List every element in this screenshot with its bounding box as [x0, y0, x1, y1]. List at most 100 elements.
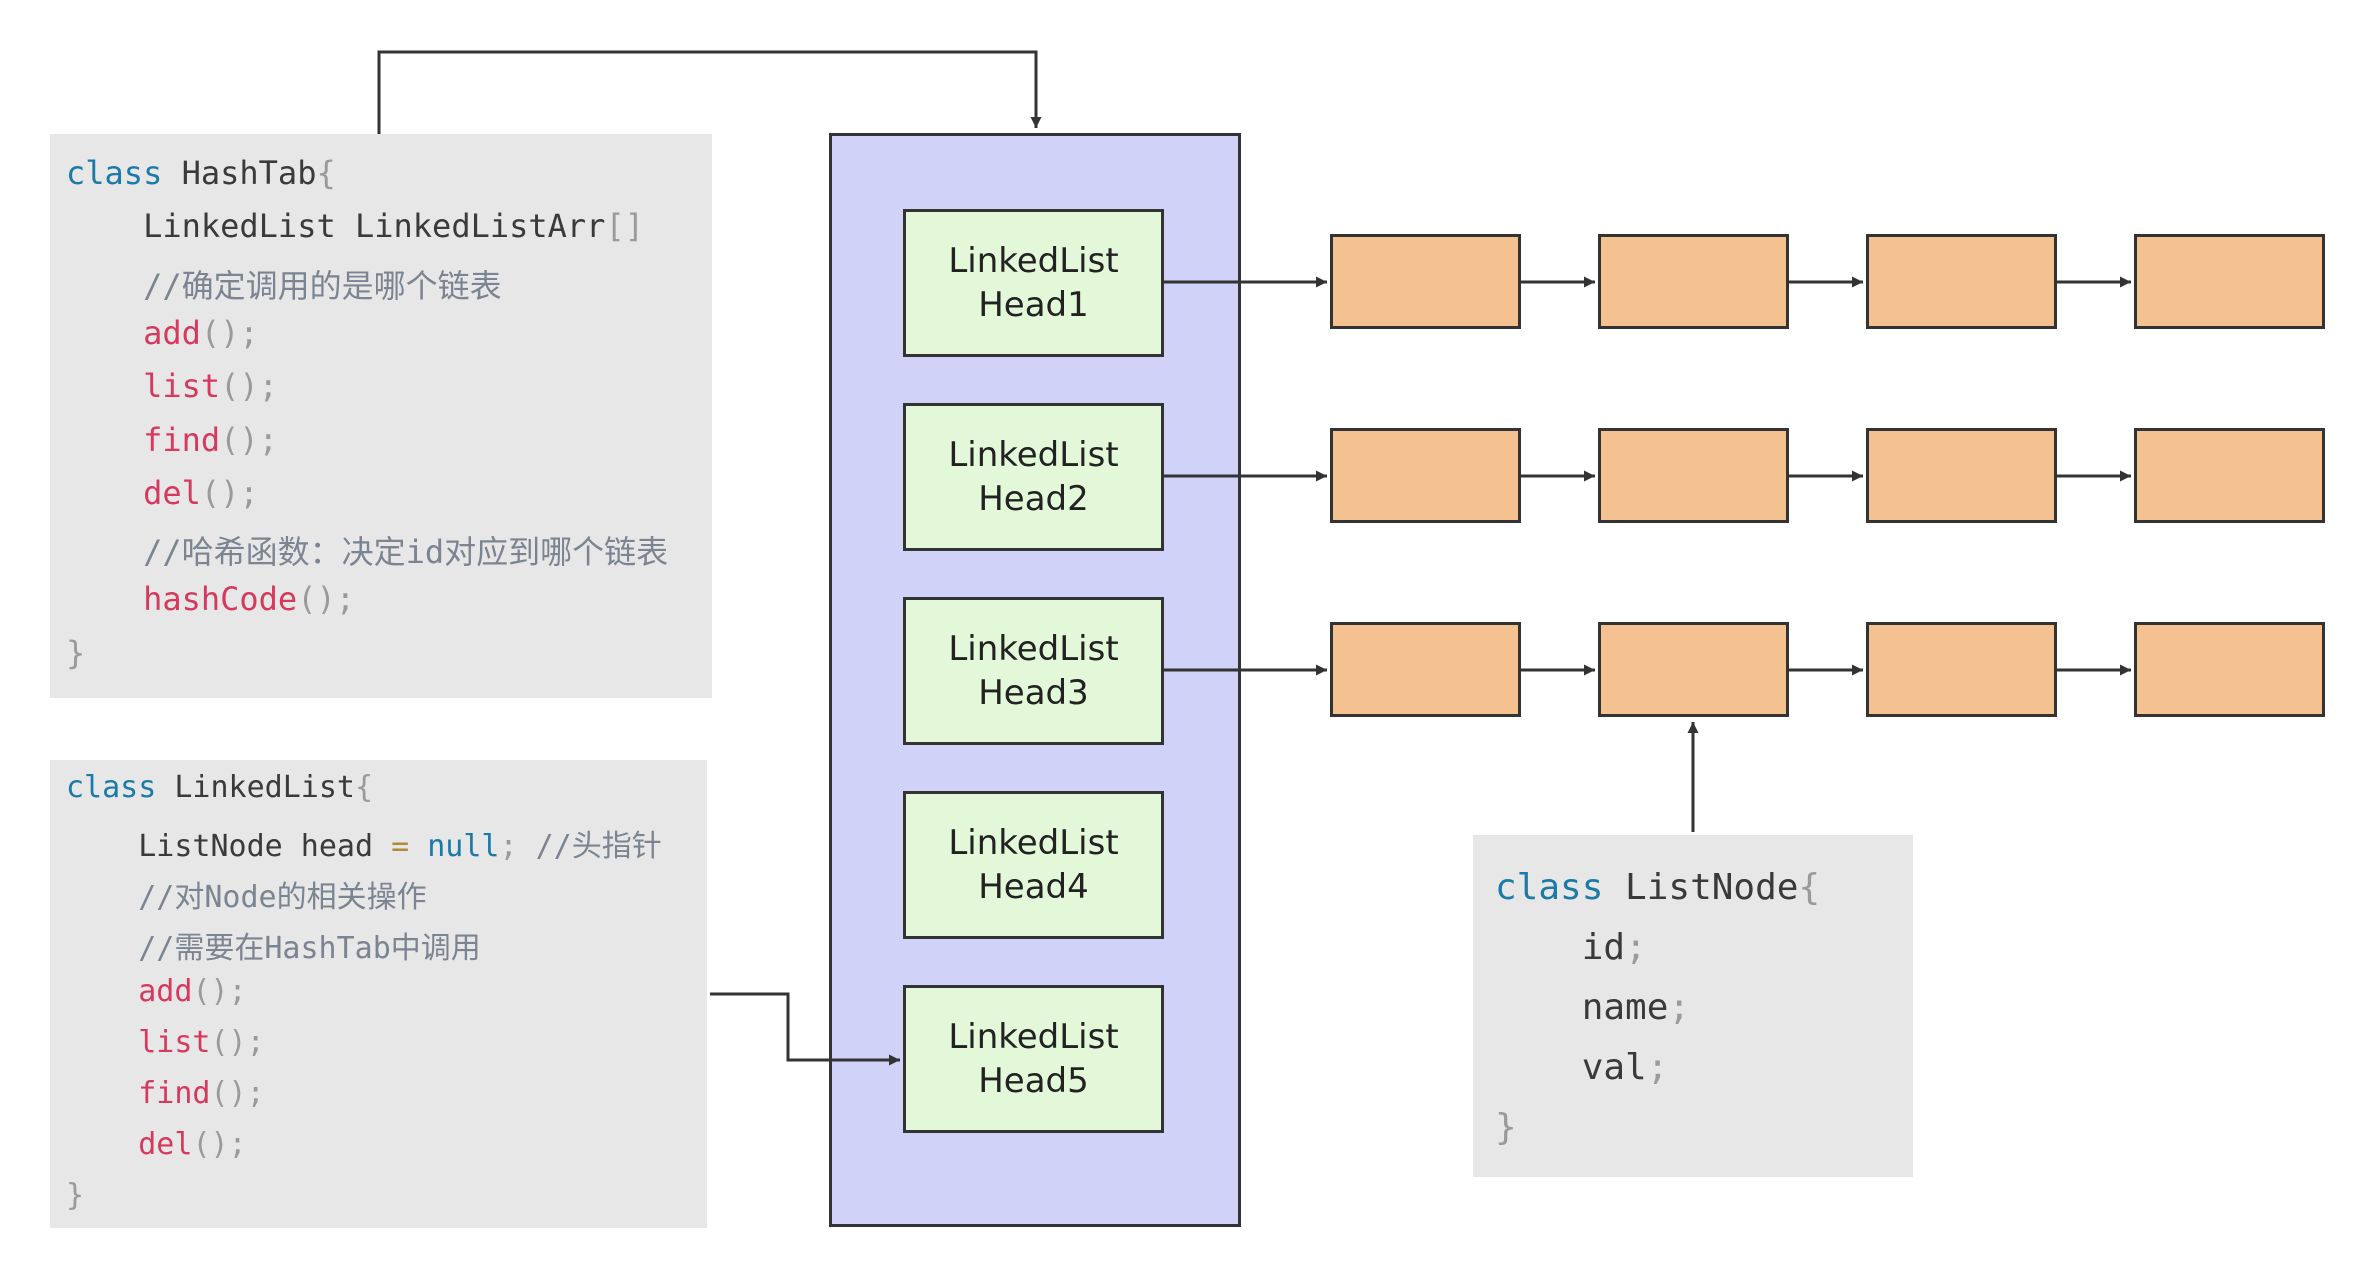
listnode-code-token: class	[1495, 867, 1604, 908]
list-node-r2-c4	[2134, 428, 2325, 523]
linkedlist-code-token: ();	[192, 974, 247, 1009]
hashtab-code-token: []	[605, 207, 644, 246]
linkedlist-code-line: }	[50, 1178, 707, 1213]
hashtab-code-token: add	[143, 313, 201, 352]
hashtab-code-token: ();	[220, 367, 278, 406]
linkedlist-code-line: //对Node的相关操作	[50, 872, 707, 916]
linkedlist-code-line: find();	[50, 1076, 707, 1111]
hashtab-code-line: add();	[50, 314, 712, 352]
listnode-code-token: ;	[1668, 987, 1691, 1028]
listnode-code-line: name;	[1473, 987, 1913, 1028]
hashtab-code-line: hashCode();	[50, 580, 712, 618]
hashtab-code-token: }	[66, 633, 86, 672]
linkedlist-code-panel: class LinkedList{ ListNode head = null; …	[50, 760, 707, 1228]
hashtab-code-token: del	[143, 473, 201, 512]
linkedlist-code-line: //需要在HashTab中调用	[50, 923, 707, 967]
linkedlist-head-4: LinkedList Head4	[903, 791, 1164, 939]
linkedlist-code-token: ListNode head	[66, 829, 392, 864]
linkedlist-code-token: {	[355, 770, 374, 805]
hashtab-code-line: class HashTab{	[50, 154, 712, 192]
head-3-type-label: LinkedList	[948, 628, 1119, 669]
head-2-name-label: Head2	[978, 479, 1089, 519]
linkedlist-code-token: //头指针	[517, 829, 662, 864]
hashtab-code-token: HashTab	[162, 154, 317, 192]
head-4-type-label: LinkedList	[948, 822, 1119, 863]
hashtab-code-token: ();	[297, 580, 355, 619]
hashtab-code-token: //确定调用的是哪个链表	[66, 266, 502, 305]
listnode-code-token: ListNode	[1603, 867, 1799, 908]
head-3-name-label: Head3	[978, 673, 1089, 713]
linkedlist-head-3: LinkedList Head3	[903, 597, 1164, 745]
linkedlist-code-line: add();	[50, 974, 707, 1009]
list-node-r3-c3	[1866, 622, 2057, 717]
list-node-r1-c4	[2134, 234, 2325, 329]
hashtab-code-token: //哈希函数：决定id对应到哪个链表	[66, 533, 669, 572]
listnode-code-token: name	[1495, 987, 1669, 1028]
hashtab-code-token: list	[143, 367, 221, 406]
hashtab-code-line: }	[50, 634, 712, 672]
linkedlist-code-token: ();	[192, 1127, 247, 1162]
list-node-r2-c2	[1598, 428, 1789, 523]
hashtab-code-line: //哈希函数：决定id对应到哪个链表	[50, 527, 712, 573]
linkedlist-head-1: LinkedList Head1	[903, 209, 1164, 357]
linkedlist-code-token: //对Node的相关操作	[66, 880, 427, 915]
hashtab-code-token: ();	[220, 420, 278, 459]
head-5-name-label: Head5	[978, 1061, 1089, 1101]
head-2-type-label: LinkedList	[948, 434, 1119, 475]
linkedlist-code-token: del	[138, 1127, 193, 1162]
hashtab-code-token: class	[66, 154, 163, 192]
linkedlist-code-token: find	[138, 1076, 211, 1111]
listnode-code-line: class ListNode{	[1473, 867, 1913, 908]
hashtab-code-token: find	[143, 420, 221, 459]
listnode-code-token: val	[1495, 1047, 1647, 1088]
head-1-type-label: LinkedList	[948, 240, 1119, 281]
linkedlist-code-token: }	[66, 1178, 85, 1213]
linkedlist-code-line: list();	[50, 1025, 707, 1060]
hashtab-code-token: LinkedList LinkedListArr	[66, 207, 606, 246]
listnode-code-token: {	[1798, 867, 1821, 908]
listnode-code-token: ;	[1625, 927, 1647, 968]
list-node-r3-c4	[2134, 622, 2325, 717]
linkedlist-code-token: ();	[210, 1076, 265, 1111]
hashtab-code-line: //确定调用的是哪个链表	[50, 261, 712, 307]
listnode-code-line: }	[1473, 1107, 1913, 1148]
hashtab-code-token: ();	[200, 313, 259, 352]
hashtab-code-token: ();	[200, 473, 259, 512]
list-node-r2-c3	[1866, 428, 2057, 523]
linkedlist-code-line: class LinkedList{	[50, 770, 707, 805]
listnode-code-token: }	[1495, 1107, 1517, 1148]
listnode-code-token: ;	[1646, 1047, 1669, 1088]
linkedlist-code-token: LinkedList	[156, 770, 355, 805]
listnode-code-line: id;	[1473, 927, 1913, 968]
listnode-code-panel: class ListNode{ id; name; val;}	[1473, 835, 1913, 1177]
list-node-r3-c2	[1598, 622, 1789, 717]
linkedlist-code-line: ListNode head = null; //头指针	[50, 821, 707, 865]
arrow-linkedlist-to-head5	[710, 992, 900, 1066]
hashtab-code-line: LinkedList LinkedListArr[]	[50, 207, 712, 245]
linkedlist-code-token: ();	[210, 1025, 265, 1060]
linkedlist-code-token: add	[138, 974, 193, 1009]
listnode-code-line: val;	[1473, 1047, 1913, 1088]
linkedlist-code-token: null	[427, 829, 500, 864]
linkedlist-code-token: class	[66, 770, 157, 805]
linkedlist-code-token: =	[391, 829, 410, 864]
head-4-name-label: Head4	[978, 867, 1089, 907]
arrow-hashtab-to-array	[377, 50, 1042, 134]
hashtab-code-panel: class HashTab{ LinkedList LinkedListArr[…	[50, 134, 712, 698]
hashtab-code-line: find();	[50, 421, 712, 459]
list-node-r1-c2	[1598, 234, 1789, 329]
list-node-r1-c3	[1866, 234, 2057, 329]
list-node-r2-c1	[1330, 428, 1521, 523]
hashtab-code-line: del();	[50, 474, 712, 512]
head-1-name-label: Head1	[978, 285, 1089, 325]
hashtab-code-token: {	[316, 154, 336, 192]
linkedlist-code-token: ;	[499, 829, 518, 864]
linkedlist-head-2: LinkedList Head2	[903, 403, 1164, 551]
linkedlist-code-line: del();	[50, 1127, 707, 1162]
hashtab-code-line: list();	[50, 367, 712, 405]
linkedlist-code-token: //需要在HashTab中调用	[66, 931, 481, 966]
list-node-r3-c1	[1330, 622, 1521, 717]
linkedlist-code-token: list	[138, 1025, 211, 1060]
linkedlist-head-5: LinkedList Head5	[903, 985, 1164, 1133]
